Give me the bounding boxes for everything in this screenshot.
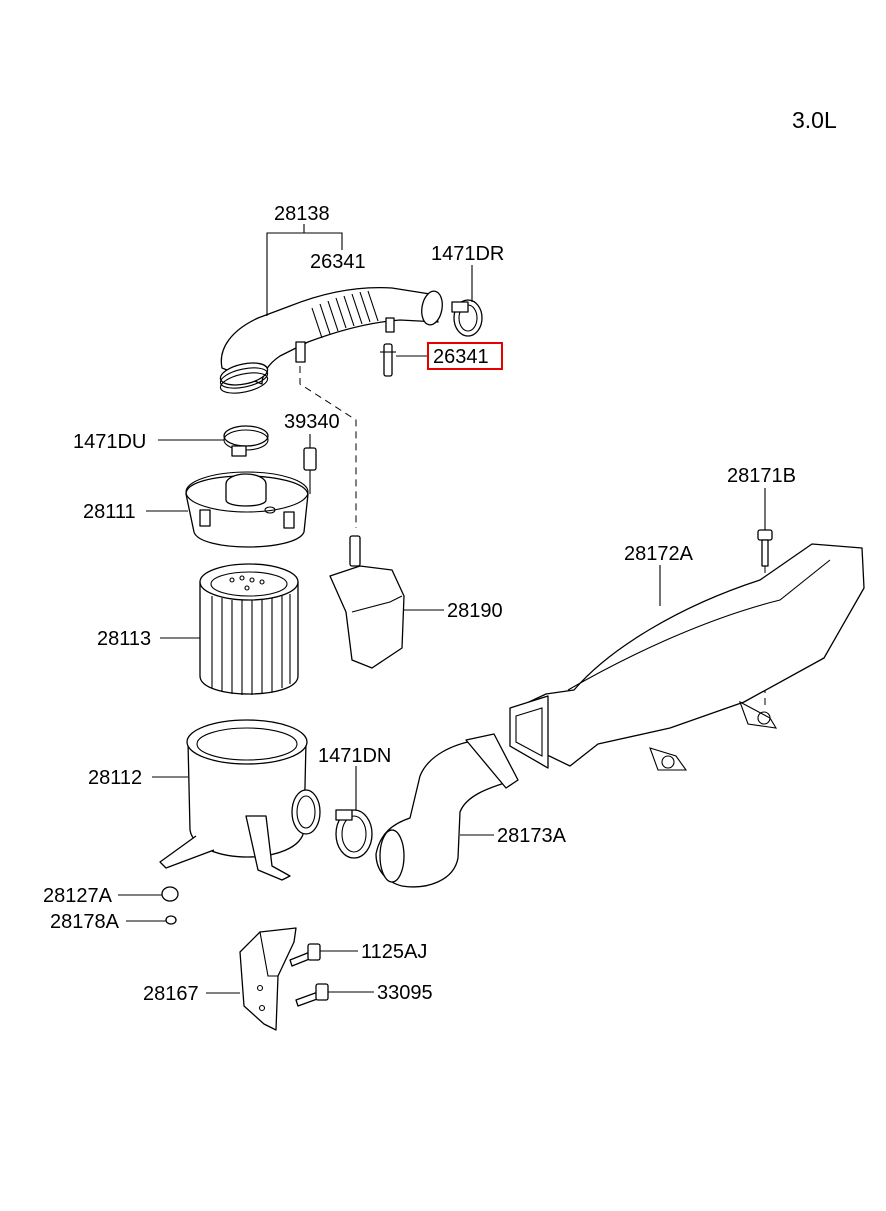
callout-28172a[interactable]: 28172A — [624, 543, 694, 565]
grommet-28127a-drawing — [161, 886, 179, 902]
callout-28173a[interactable]: 28173A — [497, 825, 567, 847]
callout-28113[interactable]: 28113 — [97, 628, 151, 650]
intake-hose-drawing — [219, 287, 443, 394]
bracket-28167-drawing — [239, 927, 297, 1031]
connection-dashed-line — [299, 366, 357, 528]
callout-1471dn[interactable]: 1471DN — [318, 745, 391, 767]
intake-duct-drawing — [509, 543, 865, 771]
outlet-hose-drawing — [375, 733, 519, 888]
fitting-26341-drawing — [380, 343, 396, 377]
clamp-1471du-drawing — [223, 425, 269, 457]
engine-label: 3.0L — [792, 107, 837, 133]
callout-28138[interactable]: 28138 — [274, 203, 330, 225]
callout-28127a[interactable]: 28127A — [43, 885, 113, 907]
bolt-28171b-drawing — [757, 529, 773, 567]
clamp-1471dn-drawing — [335, 809, 373, 859]
callout-1125aj[interactable]: 1125AJ — [361, 941, 427, 963]
callout-1471dr[interactable]: 1471DR — [431, 243, 504, 265]
callout-28111[interactable]: 28111 — [83, 501, 136, 523]
callout-28171b[interactable]: 28171B — [727, 465, 796, 487]
leader-lines — [118, 224, 766, 994]
callout-39340[interactable]: 39340 — [284, 411, 340, 433]
filter-element-drawing — [199, 563, 299, 695]
bolt-33095-drawing — [295, 983, 329, 1007]
callout-26341-hose[interactable]: 26341 — [310, 251, 366, 273]
cleaner-body-drawing — [159, 719, 321, 881]
callout-33095[interactable]: 33095 — [377, 982, 433, 1004]
bolt-1125aj-drawing — [289, 943, 321, 967]
callout-1471du[interactable]: 1471DU — [73, 431, 146, 453]
callout-28178a[interactable]: 28178A — [50, 911, 120, 933]
callout-28167[interactable]: 28167 — [143, 983, 199, 1005]
insulator-28178a-drawing — [165, 915, 177, 925]
resonator-drawing — [329, 535, 405, 669]
highlight-box — [427, 342, 503, 370]
clamp-1471dr-drawing — [451, 299, 483, 337]
callout-28112[interactable]: 28112 — [88, 767, 142, 789]
part-callouts: 28138 26341 1471DR 26341 39340 1471DU 28… — [43, 203, 796, 1005]
cleaner-cover-drawing — [185, 471, 309, 548]
callout-26341-highlighted[interactable]: 26341 — [433, 346, 489, 368]
callout-28190[interactable]: 28190 — [447, 600, 503, 622]
